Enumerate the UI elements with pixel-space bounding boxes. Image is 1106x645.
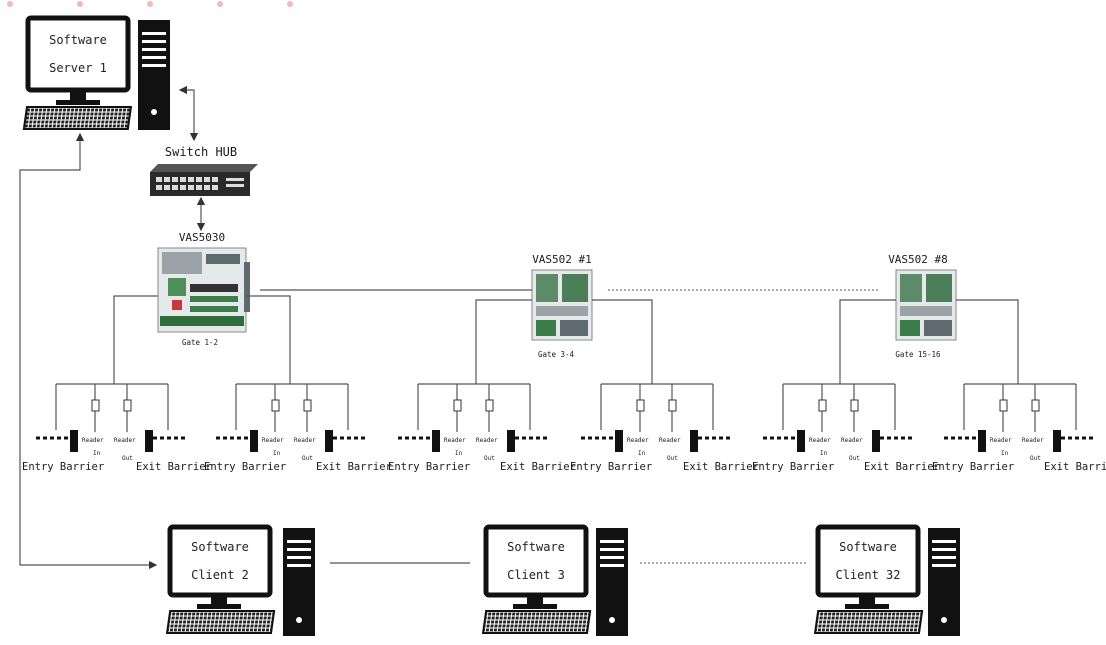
gate-group-2: Reader In Reader Out xyxy=(216,383,366,462)
reader-out-label: Reader xyxy=(841,437,863,444)
client-2-line1: Software xyxy=(191,540,249,554)
client-32-line2: Client 32 xyxy=(835,568,900,582)
client-3-line2: Client 3 xyxy=(507,568,565,582)
server-line1: Software xyxy=(49,33,107,47)
barrier-label: Entry Barrier xyxy=(752,461,834,473)
reader-in-label: Reader xyxy=(809,437,831,444)
reader-in-label: Reader xyxy=(82,437,104,444)
controller-3-gate: Gate 15-16 xyxy=(895,350,941,359)
gate-group-6: Reader In Reader Out xyxy=(944,383,1094,462)
barrier-label: Entry Barrier xyxy=(22,461,104,473)
reader-out-sub: Out xyxy=(667,455,678,462)
reader-in-label: Reader xyxy=(444,437,466,444)
controller-vas502-8: VAS502 #8 Gate 15-16 xyxy=(888,253,957,359)
controller-1-name: VAS5030 xyxy=(179,231,225,244)
switch-hub-label: Switch HUB xyxy=(165,145,237,159)
controller-vas502-1: VAS502 #1 Gate 3-4 xyxy=(531,253,593,359)
reader-out-sub: Out xyxy=(849,455,860,462)
server-line2: Server 1 xyxy=(49,61,107,75)
gate-group-4: Reader In Reader Out xyxy=(581,383,731,462)
reader-in-sub: In xyxy=(273,450,281,457)
gate-group-1: Reader In Reader Out xyxy=(36,383,186,462)
server-client-link xyxy=(19,132,158,570)
barrier-label: Exit Barrier xyxy=(864,461,940,473)
client-2-monitor xyxy=(167,524,273,598)
barrier-label: Exit Barrier xyxy=(316,461,392,473)
barrier-label: Entry Barrier xyxy=(932,461,1014,473)
reader-out-label: Reader xyxy=(114,437,136,444)
client-3-line1: Software xyxy=(507,540,565,554)
server-keyboard xyxy=(22,106,133,130)
barrier-label: Entry Barrier xyxy=(570,461,652,473)
top-decoration xyxy=(7,1,293,7)
controller-vas5030: VAS5030 Gate 1-2 xyxy=(157,231,250,347)
reader-in-sub: In xyxy=(638,450,646,457)
reader-out-sub: Out xyxy=(122,455,133,462)
client-3-monitor xyxy=(483,524,589,598)
client-computer-2: Software Client 2 xyxy=(165,524,315,636)
reader-out-sub: Out xyxy=(302,455,313,462)
barrier-label: Exit Barrier xyxy=(136,461,212,473)
reader-in-label: Reader xyxy=(990,437,1012,444)
client-2-line2: Client 2 xyxy=(191,568,249,582)
server-hub-link xyxy=(178,85,199,142)
reader-in-label: Reader xyxy=(627,437,649,444)
server-monitor xyxy=(25,15,131,93)
barrier-label: Entry Barrier xyxy=(388,461,470,473)
gate-groups: Reader In Reader Out Reader In Reader Ou… xyxy=(36,383,1094,462)
controller-2-gate: Gate 3-4 xyxy=(538,350,575,359)
reader-out-sub: Out xyxy=(1030,455,1041,462)
reader-out-label: Reader xyxy=(1022,437,1044,444)
reader-out-label: Reader xyxy=(659,437,681,444)
barrier-label: Exit Barrier xyxy=(500,461,576,473)
reader-out-label: Reader xyxy=(294,437,316,444)
client-32-monitor xyxy=(815,524,921,598)
controller-2-name: VAS502 #1 xyxy=(532,253,592,266)
gate-group-5: Reader In Reader Out xyxy=(763,383,913,462)
barrier-labels: Entry Barrier Exit Barrier Entry Barrier… xyxy=(22,461,1106,473)
barrier-label: Exit Barrier xyxy=(1044,461,1106,473)
controller-drop-lines xyxy=(113,295,1019,384)
reader-in-label: Reader xyxy=(262,437,284,444)
server-computer: Software Server 1 xyxy=(22,15,170,130)
reader-out-label: Reader xyxy=(476,437,498,444)
client-computer-3: Software Client 3 xyxy=(481,524,628,636)
controller-3-name: VAS502 #8 xyxy=(888,253,948,266)
client-32-line1: Software xyxy=(839,540,897,554)
client-computer-32: Software Client 32 xyxy=(813,524,960,636)
reader-out-sub: Out xyxy=(484,455,495,462)
reader-in-sub: In xyxy=(93,450,101,457)
barrier-label: Entry Barrier xyxy=(204,461,286,473)
gate-group-3: Reader In Reader Out xyxy=(398,383,548,462)
reader-in-sub: In xyxy=(455,450,463,457)
reader-in-sub: In xyxy=(1001,450,1009,457)
barrier-label: Exit Barrier xyxy=(683,461,759,473)
switch-hub: Switch HUB xyxy=(150,145,258,196)
reader-in-sub: In xyxy=(820,450,828,457)
controller-1-gate: Gate 1-2 xyxy=(182,338,218,347)
